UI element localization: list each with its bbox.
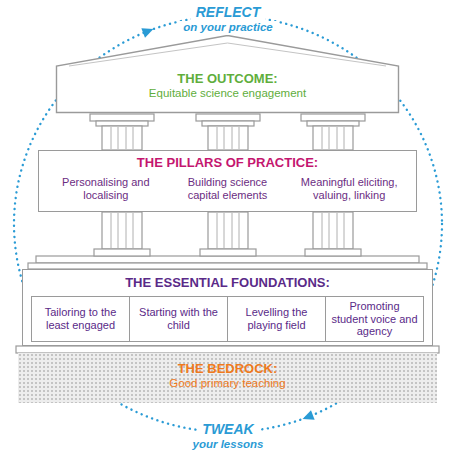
column-flute <box>118 213 119 248</box>
section-text: Promoting student voice and agency <box>330 300 419 338</box>
cycle-label: REFLECT <box>191 4 266 21</box>
column-flute <box>337 127 338 149</box>
column-flute <box>111 213 112 248</box>
roof-inner-line <box>69 43 386 66</box>
foundations-band: THE ESSENTIAL FOUNDATIONS: Tailoring to t… <box>22 269 433 346</box>
column-shaft <box>313 212 353 249</box>
dotted-cycle <box>14 16 442 432</box>
cycle-label: on your practice <box>178 21 277 35</box>
section-text: Tailoring to the least engaged <box>36 306 125 331</box>
column-flute <box>111 127 112 149</box>
section-heading: THE OUTCOME: <box>79 72 376 87</box>
section-text: Meaningful eliciting, valuing, linking <box>288 176 410 201</box>
column-flute <box>329 127 330 149</box>
section-heading: THE BEDROCK: <box>24 362 431 377</box>
column-shaft <box>102 212 142 249</box>
cycle-label: your lessons <box>188 438 269 452</box>
cycle-arrowhead <box>301 410 315 423</box>
column-flute <box>329 213 330 248</box>
bedrock-band: THE BEDROCK:Good primary teaching <box>18 353 437 403</box>
top-step <box>36 256 419 263</box>
pillars-band: THE PILLARS OF PRACTICE: Personalising an… <box>38 150 417 212</box>
foundation-cell: Tailoring to the least engaged <box>31 296 130 342</box>
section-heading: THE PILLARS OF PRACTICE: <box>45 156 410 171</box>
foundation-cell: Levelling the playing field <box>227 296 326 342</box>
column-flute <box>232 127 233 149</box>
column-flute <box>239 127 240 149</box>
column-shaft <box>208 212 248 249</box>
section-text: Building science capital elements <box>167 176 289 201</box>
column-base <box>94 249 150 256</box>
column-shaft <box>208 126 248 150</box>
column-flute <box>322 213 323 248</box>
section-text: Equitable science engagement <box>79 87 376 100</box>
column-flute <box>118 127 119 149</box>
column-flute <box>224 127 225 149</box>
section-heading: THE ESSENTIAL FOUNDATIONS: <box>29 276 426 291</box>
column-flute <box>133 213 134 248</box>
column-flute <box>133 127 134 149</box>
column-flute <box>239 213 240 248</box>
column-flute <box>224 213 225 248</box>
roof-pediment <box>57 36 399 113</box>
column-capital <box>90 114 154 121</box>
foundation-cell: Promoting student voice and agency <box>325 296 424 342</box>
pillar-row: Personalising and localisingBuilding sci… <box>45 176 410 201</box>
base-step <box>16 346 439 353</box>
column-flute <box>322 127 323 149</box>
column-echinus <box>96 121 148 126</box>
column-flute <box>217 127 218 149</box>
column-flute <box>344 127 345 149</box>
column-capital <box>196 114 260 121</box>
column-flute <box>217 213 218 248</box>
column-shaft <box>102 126 142 150</box>
foundation-cell: Starting with the child <box>129 296 228 342</box>
column-base <box>305 249 361 256</box>
column-echinus <box>202 121 254 126</box>
section-text: Personalising and localising <box>45 176 167 201</box>
cycle-label: TWEAK <box>197 421 258 438</box>
column-base <box>200 249 256 256</box>
column-flute <box>344 213 345 248</box>
section-text: Good primary teaching <box>24 377 431 390</box>
cycle-arrowhead <box>141 24 155 37</box>
column-echinus <box>307 121 359 126</box>
section-text: Levelling the playing field <box>232 306 321 331</box>
section-text: Starting with the child <box>134 306 223 331</box>
column-shaft <box>313 126 353 150</box>
column-flute <box>126 213 127 248</box>
column-flute <box>126 127 127 149</box>
outcome-roof: THE OUTCOME:Equitable science engagement <box>55 34 400 114</box>
column-flute <box>232 213 233 248</box>
column-flute <box>337 213 338 248</box>
column-capital <box>301 114 365 121</box>
